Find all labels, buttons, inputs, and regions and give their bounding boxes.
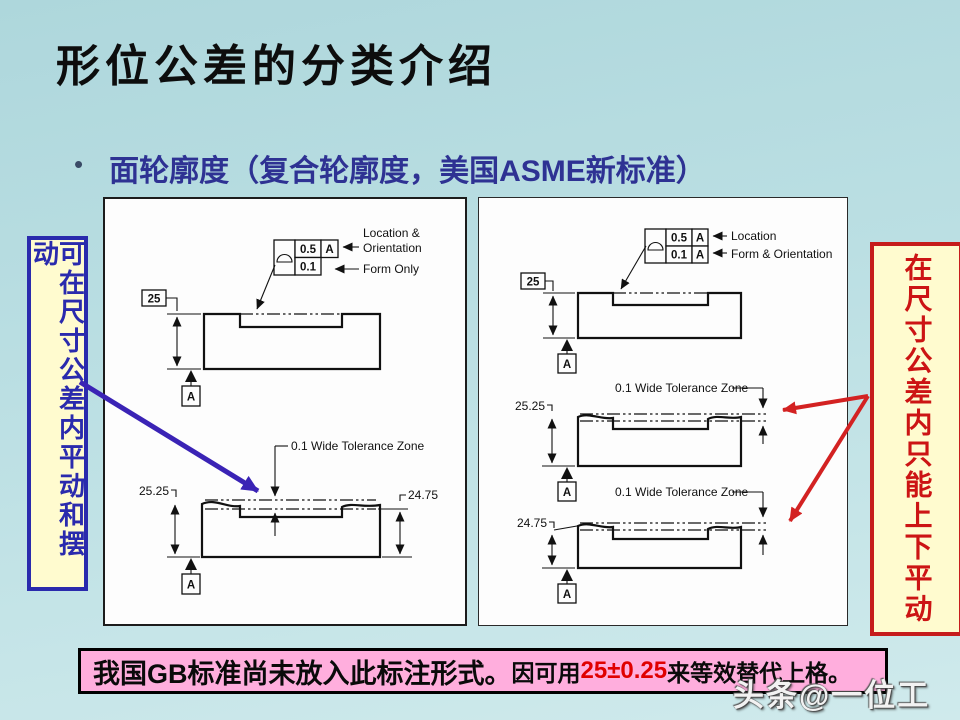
label-form-orientation: Form & Orientation — [731, 247, 832, 261]
label-form-only: Form Only — [363, 262, 419, 276]
callout-right-text: 在尺寸公差内只能上下平动 — [901, 253, 933, 625]
datum-box — [557, 583, 577, 604]
diagram-left-svg: 0.5 A 0.1 Location & Orientation Form On… — [139, 226, 438, 595]
diagram-right-svg: 0.5 A 0.1 A Location Form & Orientation … — [515, 228, 832, 604]
label-location-orientation-1: Location & — [363, 226, 420, 240]
fcf-two-row-frame: 0.5 A 0.1 A — [644, 228, 709, 264]
fcf-tol-top: 0.5 — [300, 244, 317, 256]
part-outline — [202, 312, 382, 371]
bullet-item: • 面轮廓度（复合轮廓度，美国ASME新标准） — [74, 146, 706, 190]
part-outline-actual — [200, 500, 382, 559]
part-outline-actual — [576, 414, 743, 468]
fcf-tol-bottom: 0.1 — [671, 250, 688, 262]
note-text-3: 来等效替代上格。 — [667, 660, 852, 686]
profile-of-surface-icon — [647, 242, 664, 251]
dim-2475: 24.75 — [517, 516, 547, 530]
callout-left-text: 可在尺寸公差内平动和摆动 — [29, 240, 86, 559]
label-location-orientation-2: Orientation — [363, 241, 422, 255]
page-title: 形位公差的分类介绍 — [56, 41, 497, 92]
datum-box — [557, 481, 577, 502]
diagram-left-panel: 0.5 A 0.1 Location & Orientation Form On… — [103, 197, 467, 626]
fcf-tol-bottom: 0.1 — [300, 262, 317, 274]
note-text-1: 我国GB标准尚未放入此标注形式。 — [93, 658, 512, 689]
diagram-right-panel: 0.5 A 0.1 A Location Form & Orientation … — [478, 197, 848, 626]
middle-part-view: 0.1 Wide Tolerance Zone 25.25 A — [515, 381, 768, 502]
bullet-text-pre: 面轮廓度（复合轮廓度，美国 — [109, 154, 500, 189]
watermark: 头条@一位工程师 — [733, 678, 931, 713]
dim-25: 25 — [527, 277, 540, 289]
zone2-label: 0.1 Wide Tolerance Zone — [615, 485, 749, 499]
profile-of-surface-icon — [276, 254, 293, 263]
fcf-datum-bottom: A — [696, 250, 704, 262]
dim-2525: 25.25 — [139, 484, 169, 498]
top-part-view: 25 A — [141, 264, 382, 407]
datum-triangle — [561, 339, 573, 351]
label-location: Location — [731, 229, 776, 243]
zone-label: 0.1 Wide Tolerance Zone — [291, 439, 425, 453]
bottom-part-view: 0.1 Wide Tolerance Zone 24.75 A — [517, 485, 768, 604]
fcf-row-labels: Location & Orientation Form Only — [334, 226, 422, 276]
fcf-datum-top: A — [696, 233, 704, 245]
fcf-tol-top: 0.5 — [671, 233, 688, 245]
datum-a: A — [563, 359, 571, 371]
fcf-datum-top: A — [325, 244, 333, 256]
datum-triangle — [561, 467, 573, 479]
fcf-row-labels: Location Form & Orientation — [712, 229, 832, 261]
callout-left: 可在尺寸公差内平动和摆动 — [27, 236, 88, 591]
dim-25: 25 — [148, 294, 161, 306]
fcf-composite-frame: 0.5 A 0.1 — [273, 239, 339, 276]
bullet-text-asme: ASME — [499, 155, 586, 188]
callout-right: 在尺寸公差内只能上下平动 — [870, 242, 960, 636]
bullet-marker: • — [74, 149, 84, 179]
note-highlight: 25±0.25 — [580, 657, 668, 684]
part-outline — [576, 291, 743, 340]
bullet-text-post: 新标准） — [585, 154, 706, 189]
datum-triangle — [561, 569, 573, 581]
datum-triangle — [185, 558, 197, 570]
part-outline-actual — [576, 523, 743, 570]
bullet-text: 面轮廓度（复合轮廓度，美国ASME新标准） — [109, 154, 706, 189]
dim-2475: 24.75 — [408, 488, 438, 502]
note-text-2: 因可用 — [511, 660, 581, 686]
datum-box — [181, 573, 201, 595]
datum-a: A — [563, 487, 571, 499]
datum-box — [557, 353, 577, 374]
datum-a: A — [187, 392, 195, 404]
zone1-label: 0.1 Wide Tolerance Zone — [615, 381, 749, 395]
datum-a: A — [187, 580, 195, 592]
top-part-view: 25 A — [520, 245, 743, 374]
dim-2525: 25.25 — [515, 399, 545, 413]
datum-a: A — [563, 589, 571, 601]
datum-triangle — [185, 370, 197, 382]
bottom-part-view: 0.1 Wide Tolerance Zone 25.25 24.75 — [139, 439, 438, 595]
